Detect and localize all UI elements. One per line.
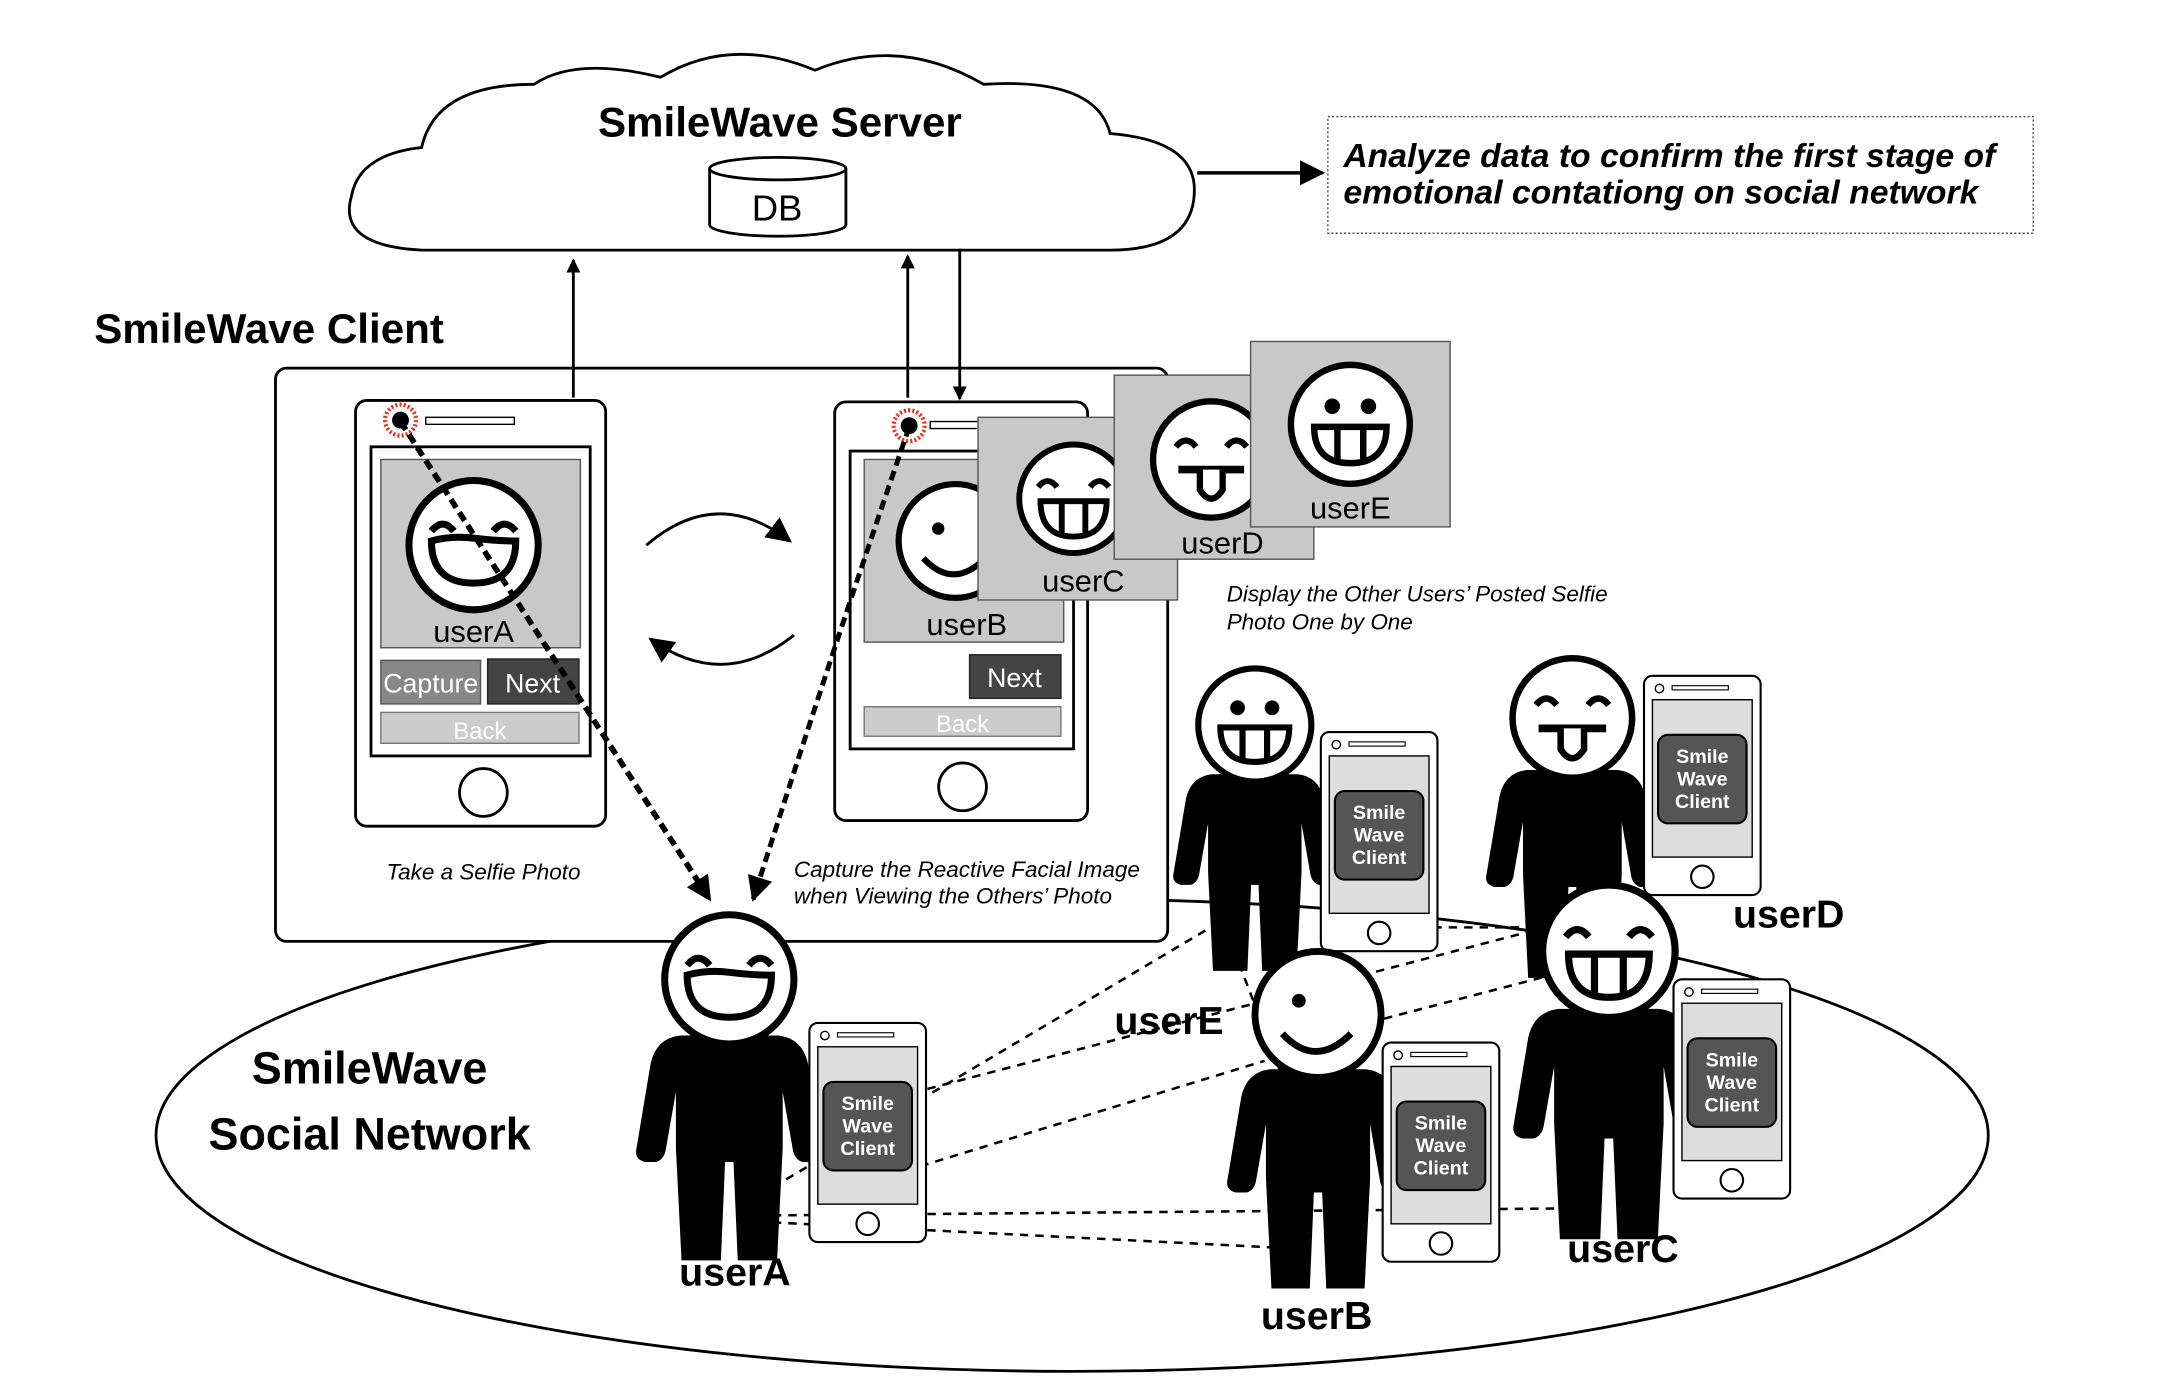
home-button[interactable] [937,761,988,813]
cycle-arrow-bottom [648,633,795,666]
person-icon [636,1035,823,1261]
caption-capture-line2: when Viewing the Others’ Photo [794,883,1112,908]
analysis-note-line1: Analyze data to confirm the first stage … [1342,137,1999,175]
app-label-line: Smile [1706,1049,1759,1071]
caption-display-line2: Photo One by One [1227,609,1413,634]
photo-user-label: userA [433,614,514,649]
face-grin-icon [1198,668,1311,781]
home-button[interactable] [458,767,509,818]
app-label-line: Client [1352,847,1407,869]
app-label-line: Smile [1353,802,1406,824]
network-title-line1: SmileWave [252,1042,488,1093]
next-button-label: Next [505,669,560,699]
face-teeth-laugh-icon [1543,885,1675,1017]
app-label-line: Wave [1707,1072,1758,1094]
cycle-arrow-top [645,512,792,547]
app-label-line: Client [1675,791,1730,813]
camera-icon [382,402,419,438]
back-button[interactable]: Back [863,706,1062,738]
app-label-line: Client [840,1138,895,1160]
client-title: SmileWave Client [94,305,444,352]
server-title: SmileWave Server [598,98,962,145]
next-button-label: Next [987,663,1042,693]
face-grin-icon [1291,365,1410,484]
app-label-line: Wave [1416,1135,1467,1157]
home-button[interactable] [1719,1167,1745,1193]
home-button[interactable] [855,1211,880,1237]
user-name-label: userD [1733,892,1844,936]
back-button-label: Back [936,711,989,738]
smilewave-server-cloud: SmileWave Server DB [348,52,1196,252]
user-name-label: userA [679,1251,790,1295]
person-icon [1173,774,1337,971]
analysis-note-box: Analyze data to confirm the first stage … [1327,115,2034,234]
face-laugh-icon [665,915,794,1044]
caption-take-selfie: Take a Selfie Photo [386,860,580,885]
card-user-label: userE [1310,490,1391,525]
home-button[interactable] [1366,920,1392,946]
face-tongue-icon [1513,658,1633,778]
user-name-label: userE [1114,999,1223,1043]
network-users: SmileWaveClientuserASmileWaveClientuserE… [636,658,1844,1338]
capture-button-label: Capture [383,669,478,699]
next-button[interactable]: Next [486,658,580,705]
app-label-line: Wave [842,1115,893,1137]
face-teeth-laugh-icon [1019,445,1128,554]
phone-a: userA Capture Next Back [354,399,608,828]
card-user-label: userD [1181,526,1263,561]
app-label-line: Client [1705,1094,1760,1116]
analysis-note-line2: emotional contationg on social network [1343,174,1980,212]
app-label-line: Wave [1354,825,1405,847]
app-label-line: Wave [1677,768,1728,790]
user-name-label: userC [1567,1227,1678,1271]
app-label-line: Smile [1415,1113,1468,1135]
caption-capture-line1: Capture the Reactive Facial Image [794,857,1140,882]
capture-line-a [398,419,712,902]
home-button[interactable] [1690,864,1715,890]
back-button-label: Back [453,718,506,745]
app-label-line: Smile [841,1093,894,1115]
next-button[interactable]: Next [968,654,1062,700]
face-wink-icon [1255,951,1381,1077]
camera-icon [891,408,927,444]
app-label-line: Client [1414,1158,1469,1180]
selfie-card-userE[interactable]: userE [1249,340,1451,528]
face-laugh-icon [409,481,538,610]
capture-line-b [747,426,912,902]
caption-display-line1: Display the Other Users’ Posted Selfie [1227,581,1608,606]
home-button[interactable] [1428,1231,1454,1256]
capture-button[interactable]: Capture [380,659,482,705]
card-user-label: userC [1042,564,1124,599]
user-name-label: userB [1261,1294,1372,1338]
database-icon: DB [708,155,848,238]
network-title-line2: Social Network [208,1108,531,1159]
photo-user-label: userB [926,607,1007,642]
app-label-line: Smile [1676,746,1729,768]
db-label: DB [752,188,803,229]
back-button[interactable]: Back [380,711,580,745]
